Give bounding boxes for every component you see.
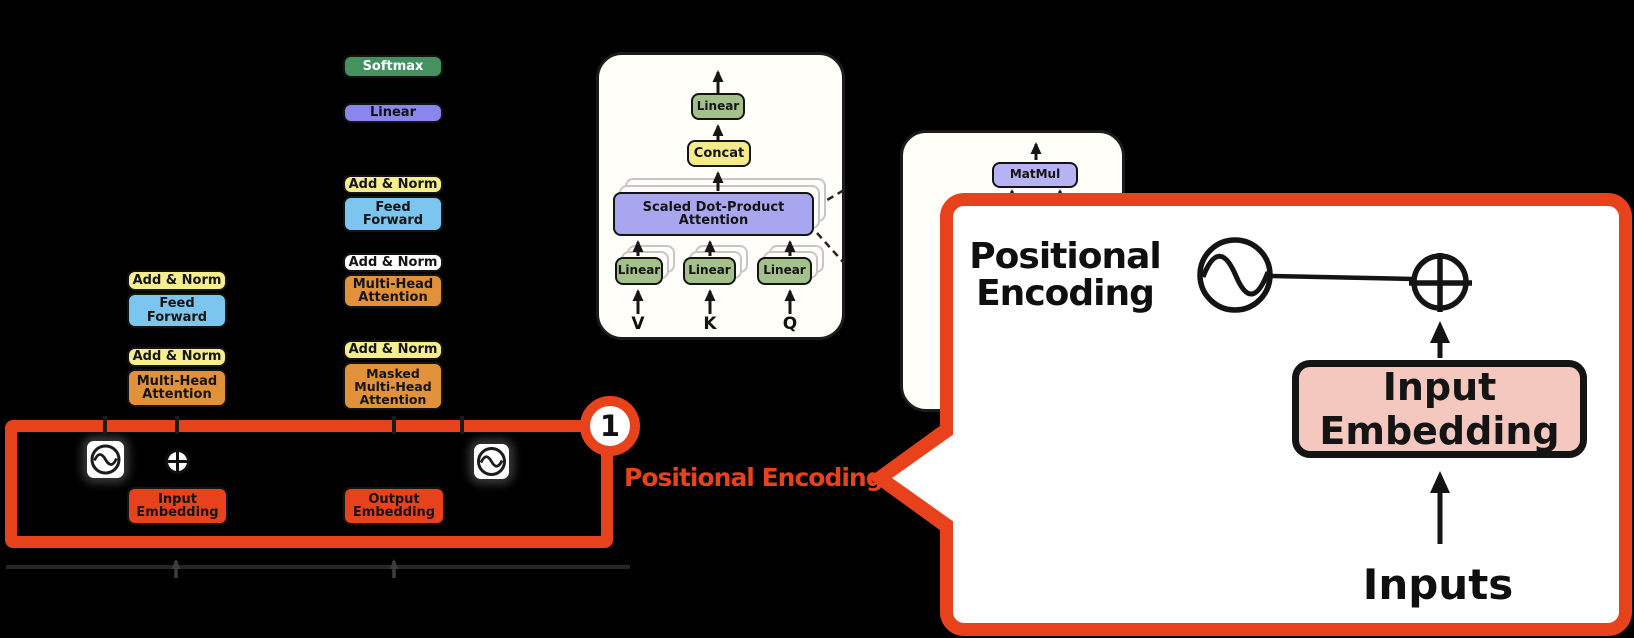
positional-encoding-sine-icon-left	[87, 441, 124, 478]
decoder-masked-multi-head-attention: Masked Multi-Head Attention	[343, 362, 443, 410]
label-k: K	[703, 314, 717, 334]
mha-linear-k: Linear	[683, 257, 736, 285]
output-embedding-box: Output Embedding	[343, 487, 445, 525]
sine-wave-icon	[477, 447, 506, 476]
mha-linear-v: Linear	[615, 257, 663, 285]
decoder-softmax: Softmax	[343, 55, 443, 78]
input-embedding-box: Input Embedding	[127, 487, 228, 525]
decoder-add-norm-1: Add & Norm	[343, 340, 443, 360]
decoder-add-norm-3: Add & Norm	[343, 175, 443, 194]
step-1-badge: 1	[580, 396, 640, 456]
mha-linear-top: Linear	[691, 93, 745, 120]
decoder-linear: Linear	[343, 103, 443, 123]
decoder-feed-forward: Feed Forward	[343, 196, 443, 232]
encoder-feed-forward: Feed Forward	[127, 293, 227, 328]
callout-title: Positional Encoding	[969, 236, 1161, 314]
callout-input-embedding-box: Input Embedding	[1292, 360, 1587, 458]
encoder-add-norm-1: Add & Norm	[127, 347, 227, 367]
encoder-add-norm-2: Add & Norm	[127, 270, 227, 291]
mha-linear-q: Linear	[757, 257, 812, 285]
add-icon	[165, 449, 190, 474]
decoder-multi-head-attention: Multi-Head Attention	[343, 274, 443, 308]
sine-wave-icon	[90, 444, 121, 475]
mha-concat: Concat	[687, 140, 751, 167]
callout-inputs-label: Inputs	[1362, 560, 1514, 609]
matmul-box: MatMul	[992, 162, 1078, 188]
encoder-add-junction	[164, 448, 191, 479]
label-q: Q	[782, 314, 798, 334]
decoder-add-norm-2: Add & Norm	[343, 253, 443, 272]
encoder-multi-head-attention: Multi-Head Attention	[127, 369, 227, 407]
scaled-dot-product-attention: Scaled Dot-Product Attention	[613, 192, 814, 236]
positional-encoding-label: Positional Encoding	[624, 463, 884, 492]
positional-encoding-sine-icon-right	[474, 444, 509, 479]
positional-encoding-highlight-rect	[5, 420, 613, 548]
label-v: V	[631, 314, 645, 334]
